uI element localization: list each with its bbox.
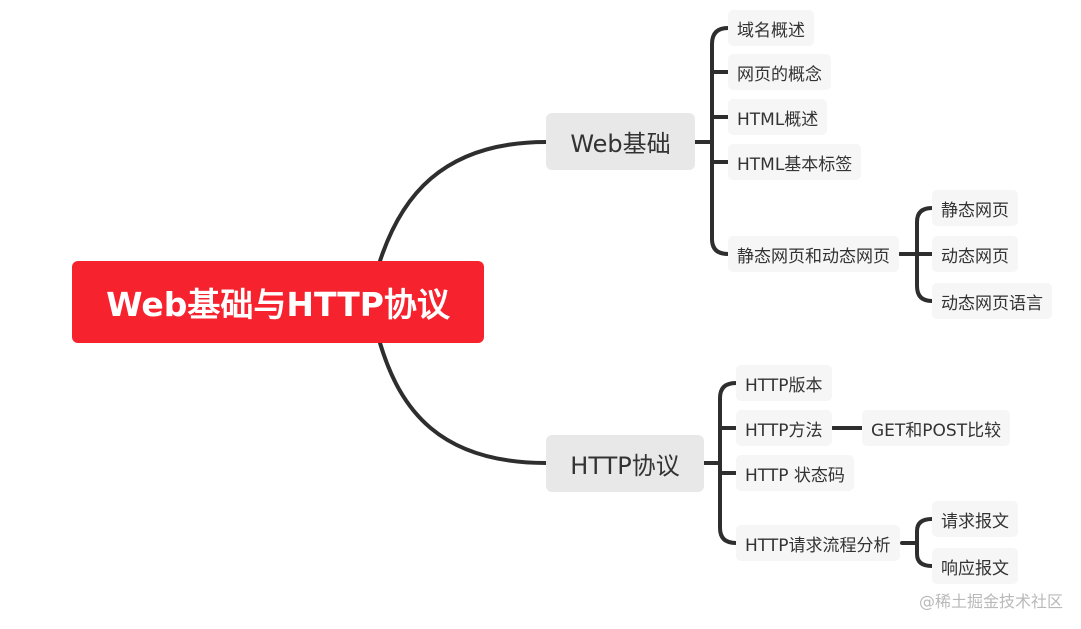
connector-web-bracket xyxy=(710,26,730,256)
branch-node-http-protocol[interactable]: HTTP协议 xyxy=(546,435,704,492)
leaf-node-static-dynamic-pages[interactable]: 静态网页和动态网页 xyxy=(728,236,899,272)
leaf-node-request-message[interactable]: 请求报文 xyxy=(932,501,1018,537)
leaf-node-http-request-flow[interactable]: HTTP请求流程分析 xyxy=(736,525,900,561)
leaf-node-label: 动态网页 xyxy=(941,246,1009,267)
connector-root-http xyxy=(378,341,548,465)
leaf-node-label: 静态网页和动态网页 xyxy=(737,246,890,267)
leaf-node-domain-overview[interactable]: 域名概述 xyxy=(728,10,814,46)
leaf-node-dynamic-page-language[interactable]: 动态网页语言 xyxy=(932,283,1052,319)
leaf-node-label: 动态网页语言 xyxy=(941,293,1043,314)
leaf-node-get-post-compare[interactable]: GET和POST比较 xyxy=(862,410,1011,446)
leaf-node-http-method[interactable]: HTTP方法 xyxy=(736,410,832,446)
leaf-node-http-status-code[interactable]: HTTP 状态码 xyxy=(736,455,854,491)
leaf-node-label: 静态网页 xyxy=(941,200,1009,221)
connector-root-web xyxy=(378,140,548,263)
root-node-label: Web基础与HTTP协议 xyxy=(106,285,450,324)
root-node[interactable]: Web基础与HTTP协议 xyxy=(72,261,484,343)
leaf-node-label: GET和POST比较 xyxy=(871,420,1002,441)
leaf-node-http-version[interactable]: HTTP版本 xyxy=(736,365,832,401)
leaf-node-static-page[interactable]: 静态网页 xyxy=(932,190,1018,226)
leaf-node-html-overview[interactable]: HTML概述 xyxy=(728,99,828,135)
leaf-node-label: 域名概述 xyxy=(737,20,805,41)
branch-node-web-basics[interactable]: Web基础 xyxy=(546,113,695,170)
leaf-node-label: HTML概述 xyxy=(737,109,819,130)
leaf-node-label: HTTP版本 xyxy=(745,375,823,396)
leaf-node-webpage-concept[interactable]: 网页的概念 xyxy=(728,54,831,90)
leaf-node-label: HTTP 状态码 xyxy=(745,465,845,486)
leaf-node-label: 网页的概念 xyxy=(737,64,822,85)
leaf-node-label: HTTP请求流程分析 xyxy=(745,535,891,556)
watermark-text: @稀土掘金技术社区 xyxy=(918,592,1063,611)
leaf-node-response-message[interactable]: 响应报文 xyxy=(932,548,1018,584)
connector-http-bracket xyxy=(718,381,738,545)
branch-node-label: Web基础 xyxy=(570,130,671,158)
leaf-node-label: 请求报文 xyxy=(941,511,1009,532)
branch-node-label: HTTP协议 xyxy=(570,452,680,480)
leaf-node-dynamic-page[interactable]: 动态网页 xyxy=(932,236,1018,272)
leaf-node-label: 响应报文 xyxy=(941,558,1009,579)
leaf-node-label: HTTP方法 xyxy=(745,420,823,441)
leaf-node-label: HTML基本标签 xyxy=(737,154,853,175)
connector-flow-bracket xyxy=(915,517,934,568)
leaf-node-html-basic-tags[interactable]: HTML基本标签 xyxy=(728,144,862,180)
